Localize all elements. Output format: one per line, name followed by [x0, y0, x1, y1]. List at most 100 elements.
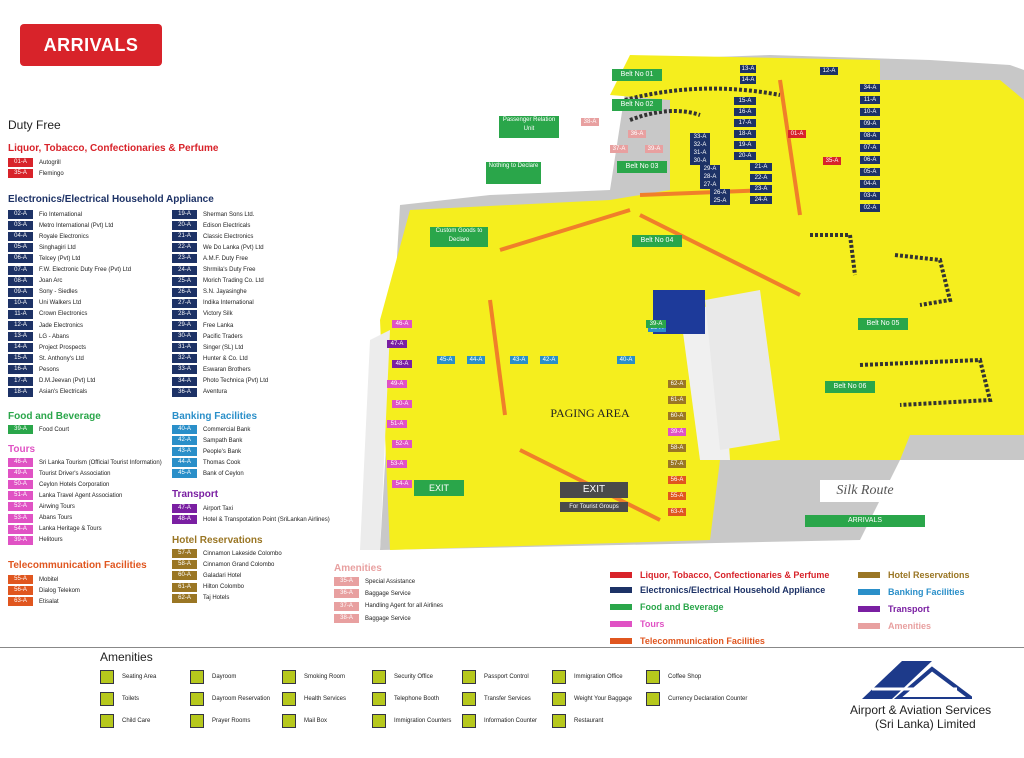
shop-name: Morich Trading Co. Ltd: [203, 278, 264, 285]
far-right-shop: 34-A: [860, 84, 880, 92]
shop-name: Baggage Service: [365, 615, 411, 622]
shop-name: Shrmila's Duty Free: [203, 267, 256, 273]
legend-swatch: [610, 621, 632, 627]
shop-name: S.N. Jayasinghe: [203, 289, 247, 296]
security-icon: [372, 670, 386, 684]
belt-04-track: [810, 233, 857, 276]
shop-code: 24-A: [172, 265, 197, 275]
amenity-label: Child Care: [122, 718, 151, 724]
shop-name: Sony - Siedles: [39, 289, 78, 296]
paging-area-label: PAGING AREA: [550, 406, 630, 420]
amenity-item: Telephone Booth: [372, 692, 439, 706]
upper-shop: 36-A: [628, 130, 646, 138]
amenity-label: Health Services: [304, 696, 347, 702]
center-shop: 20-A: [734, 152, 756, 160]
shop-code: 15-A: [8, 354, 33, 364]
prayer-icon: [190, 714, 204, 728]
telecom-heading: Telecommunication Facilities: [8, 560, 147, 571]
center-shop: 16-A: [734, 108, 756, 116]
hotel-heading: Hotel Reservations: [172, 535, 263, 546]
far-right-shop: 08-A: [860, 132, 880, 140]
shop-name: Cinnamon Lakeside Colombo: [203, 550, 282, 557]
amenity-label: Toilets: [122, 696, 140, 702]
shop-code: 48-A: [172, 515, 197, 524]
toilet-icon: [100, 692, 114, 706]
shop-code: 39-A: [8, 535, 33, 545]
amenity-item: Security Office: [372, 670, 433, 684]
right-shop: 62-A: [668, 380, 686, 388]
currency-icon: [646, 692, 660, 706]
shop-code: 47-A: [172, 504, 197, 513]
amenity-label: Immigration Office: [574, 674, 623, 680]
shop-code: 56-A: [8, 586, 33, 596]
shop-name: Flemingo: [39, 170, 64, 177]
far-right-shop: 07-A: [860, 144, 880, 152]
amenity-item: Restaurant: [552, 714, 603, 728]
amenities-list-row: 38-A Baggage Service: [334, 613, 411, 624]
upper-shop: 37-A: [610, 145, 628, 153]
kiosk-label: 39-A: [648, 324, 666, 332]
belt-01-track: [624, 86, 781, 102]
shop-code: 43-A: [172, 447, 197, 457]
shop-code: 54-A: [8, 524, 33, 534]
left-shop: 50-A: [392, 400, 412, 408]
shop-code: 38-A: [334, 614, 359, 624]
kiosk-label: 43-A: [510, 356, 528, 364]
center-shop: 15-A: [734, 97, 756, 105]
passenger-relation-unit: Passenger Relation Unit: [499, 116, 559, 138]
upper-shop: 39-A: [645, 145, 663, 153]
shop-code: 39-A: [8, 425, 33, 434]
banking-row: 43-A People's Bank: [172, 446, 241, 457]
legend-item: Tours: [610, 619, 664, 629]
shop-name: People's Bank: [203, 448, 242, 455]
baggage-weight-icon: [552, 692, 566, 706]
belt-label: Belt No 04: [632, 235, 682, 247]
shop-code: 49-A: [8, 469, 33, 479]
shop-code: 04-A: [8, 232, 33, 242]
kiosk-label: 42-A: [540, 356, 558, 364]
amenity-label: Mail Box: [304, 718, 328, 724]
shop-code: 11-A: [8, 309, 33, 319]
shop-name: Taj Hotels: [203, 595, 230, 602]
shop-code: 10-A: [8, 298, 33, 308]
far-right-shop: 03-A: [860, 192, 880, 200]
legend-label: Liquor, Tobacco, Confectionaries & Perfu…: [640, 570, 830, 580]
shop-code: 44-A: [172, 458, 197, 468]
shop-name: Aventura: [203, 389, 227, 396]
legend-swatch: [858, 623, 880, 629]
amenity-label: Seating Area: [122, 674, 157, 680]
amenity-item: Health Services: [282, 692, 346, 706]
shop-name: Lanka Heritage & Tours: [39, 526, 102, 533]
shop-code: 37-A: [334, 601, 359, 611]
top-shop: 12-A: [820, 67, 838, 75]
exit-left: EXIT: [414, 480, 464, 496]
shop-name: We Do Lanka (Pvt) Ltd: [203, 244, 264, 251]
shop-name: Edison Electricals: [203, 222, 251, 229]
right-shop: 57-A: [668, 460, 686, 468]
exit-tour-sub: For Tourist Groups: [560, 502, 628, 512]
shop-code: 21-A: [172, 232, 197, 242]
amenity-label: Smoking Room: [304, 674, 346, 680]
legend-item: Transport: [858, 604, 930, 614]
amenity-item: Prayer Rooms: [190, 714, 250, 728]
shop-code: 22-A: [172, 243, 197, 253]
shop-code: 23-A: [172, 254, 197, 264]
shop-name: Joan Arc: [39, 278, 63, 285]
legend-label: Amenities: [888, 621, 932, 631]
shop-name: Autogrill: [39, 159, 61, 166]
